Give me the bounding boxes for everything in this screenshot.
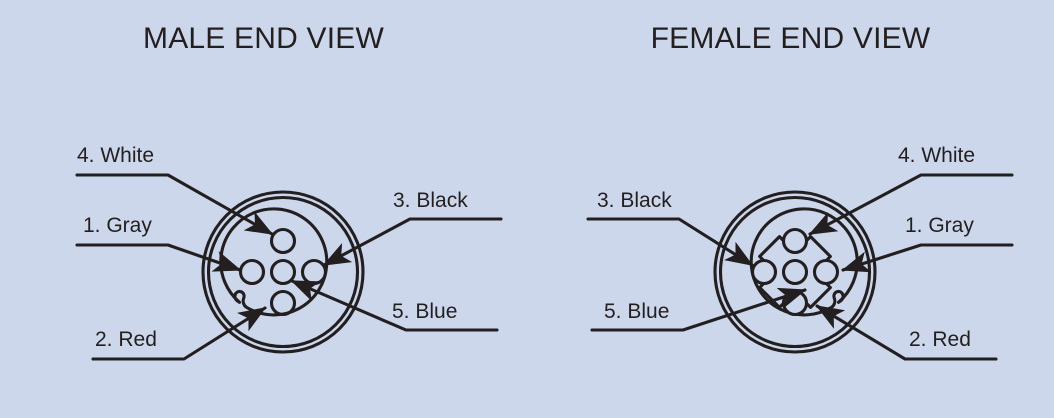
male-pin-4-white (269, 227, 297, 255)
male-leader-1-gray (75, 243, 242, 272)
male-view-title: MALE END VIEW (143, 22, 384, 55)
male-connector-body (201, 190, 365, 354)
male-label-1-gray: 1. Gray (83, 214, 152, 237)
female-label-4-white: 4. White (898, 144, 976, 167)
male-outer-ring-inner (206, 195, 360, 349)
female-socket-1-gray (812, 258, 840, 286)
female-socket-4-white (781, 227, 809, 255)
male-pin-1-gray (238, 258, 266, 286)
female-socket-3-black (750, 258, 778, 286)
female-leader-3-black (586, 217, 754, 267)
female-label-1-gray: 1. Gray (905, 214, 974, 237)
male-outer-ring-outer (201, 190, 365, 354)
female-outer-ring-outer (713, 190, 877, 354)
female-leader-4-white (808, 173, 1014, 236)
male-leader-2-red (91, 306, 267, 361)
female-leader-5-blue (590, 287, 807, 332)
female-label-2-red: 2. Red (909, 328, 971, 351)
male-label-3-black: 3. Black (393, 189, 468, 212)
male-leader-lines (75, 173, 503, 361)
male-label-4-white: 4. White (77, 144, 155, 167)
male-pin-5-blue (269, 258, 297, 286)
male-leader-4-white (75, 173, 274, 236)
female-label-5-blue: 5. Blue (604, 300, 670, 323)
male-leader-3-black (322, 217, 503, 267)
male-label-2-red: 2. Red (95, 328, 157, 351)
female-leader-1-gray (841, 243, 1014, 273)
male-label-5-blue: 5. Blue (392, 300, 458, 323)
male-leader-5-blue (290, 279, 499, 332)
female-label-3-black: 3. Black (597, 189, 672, 212)
female-leader-lines (586, 173, 1014, 361)
female-leader-2-red (815, 304, 998, 361)
female-socket-5-blue (781, 258, 809, 286)
female-view-title: FEMALE END VIEW (650, 22, 931, 55)
male-pins (238, 227, 328, 317)
male-pin-3-black (300, 258, 328, 286)
male-pin-2-red (269, 289, 297, 317)
